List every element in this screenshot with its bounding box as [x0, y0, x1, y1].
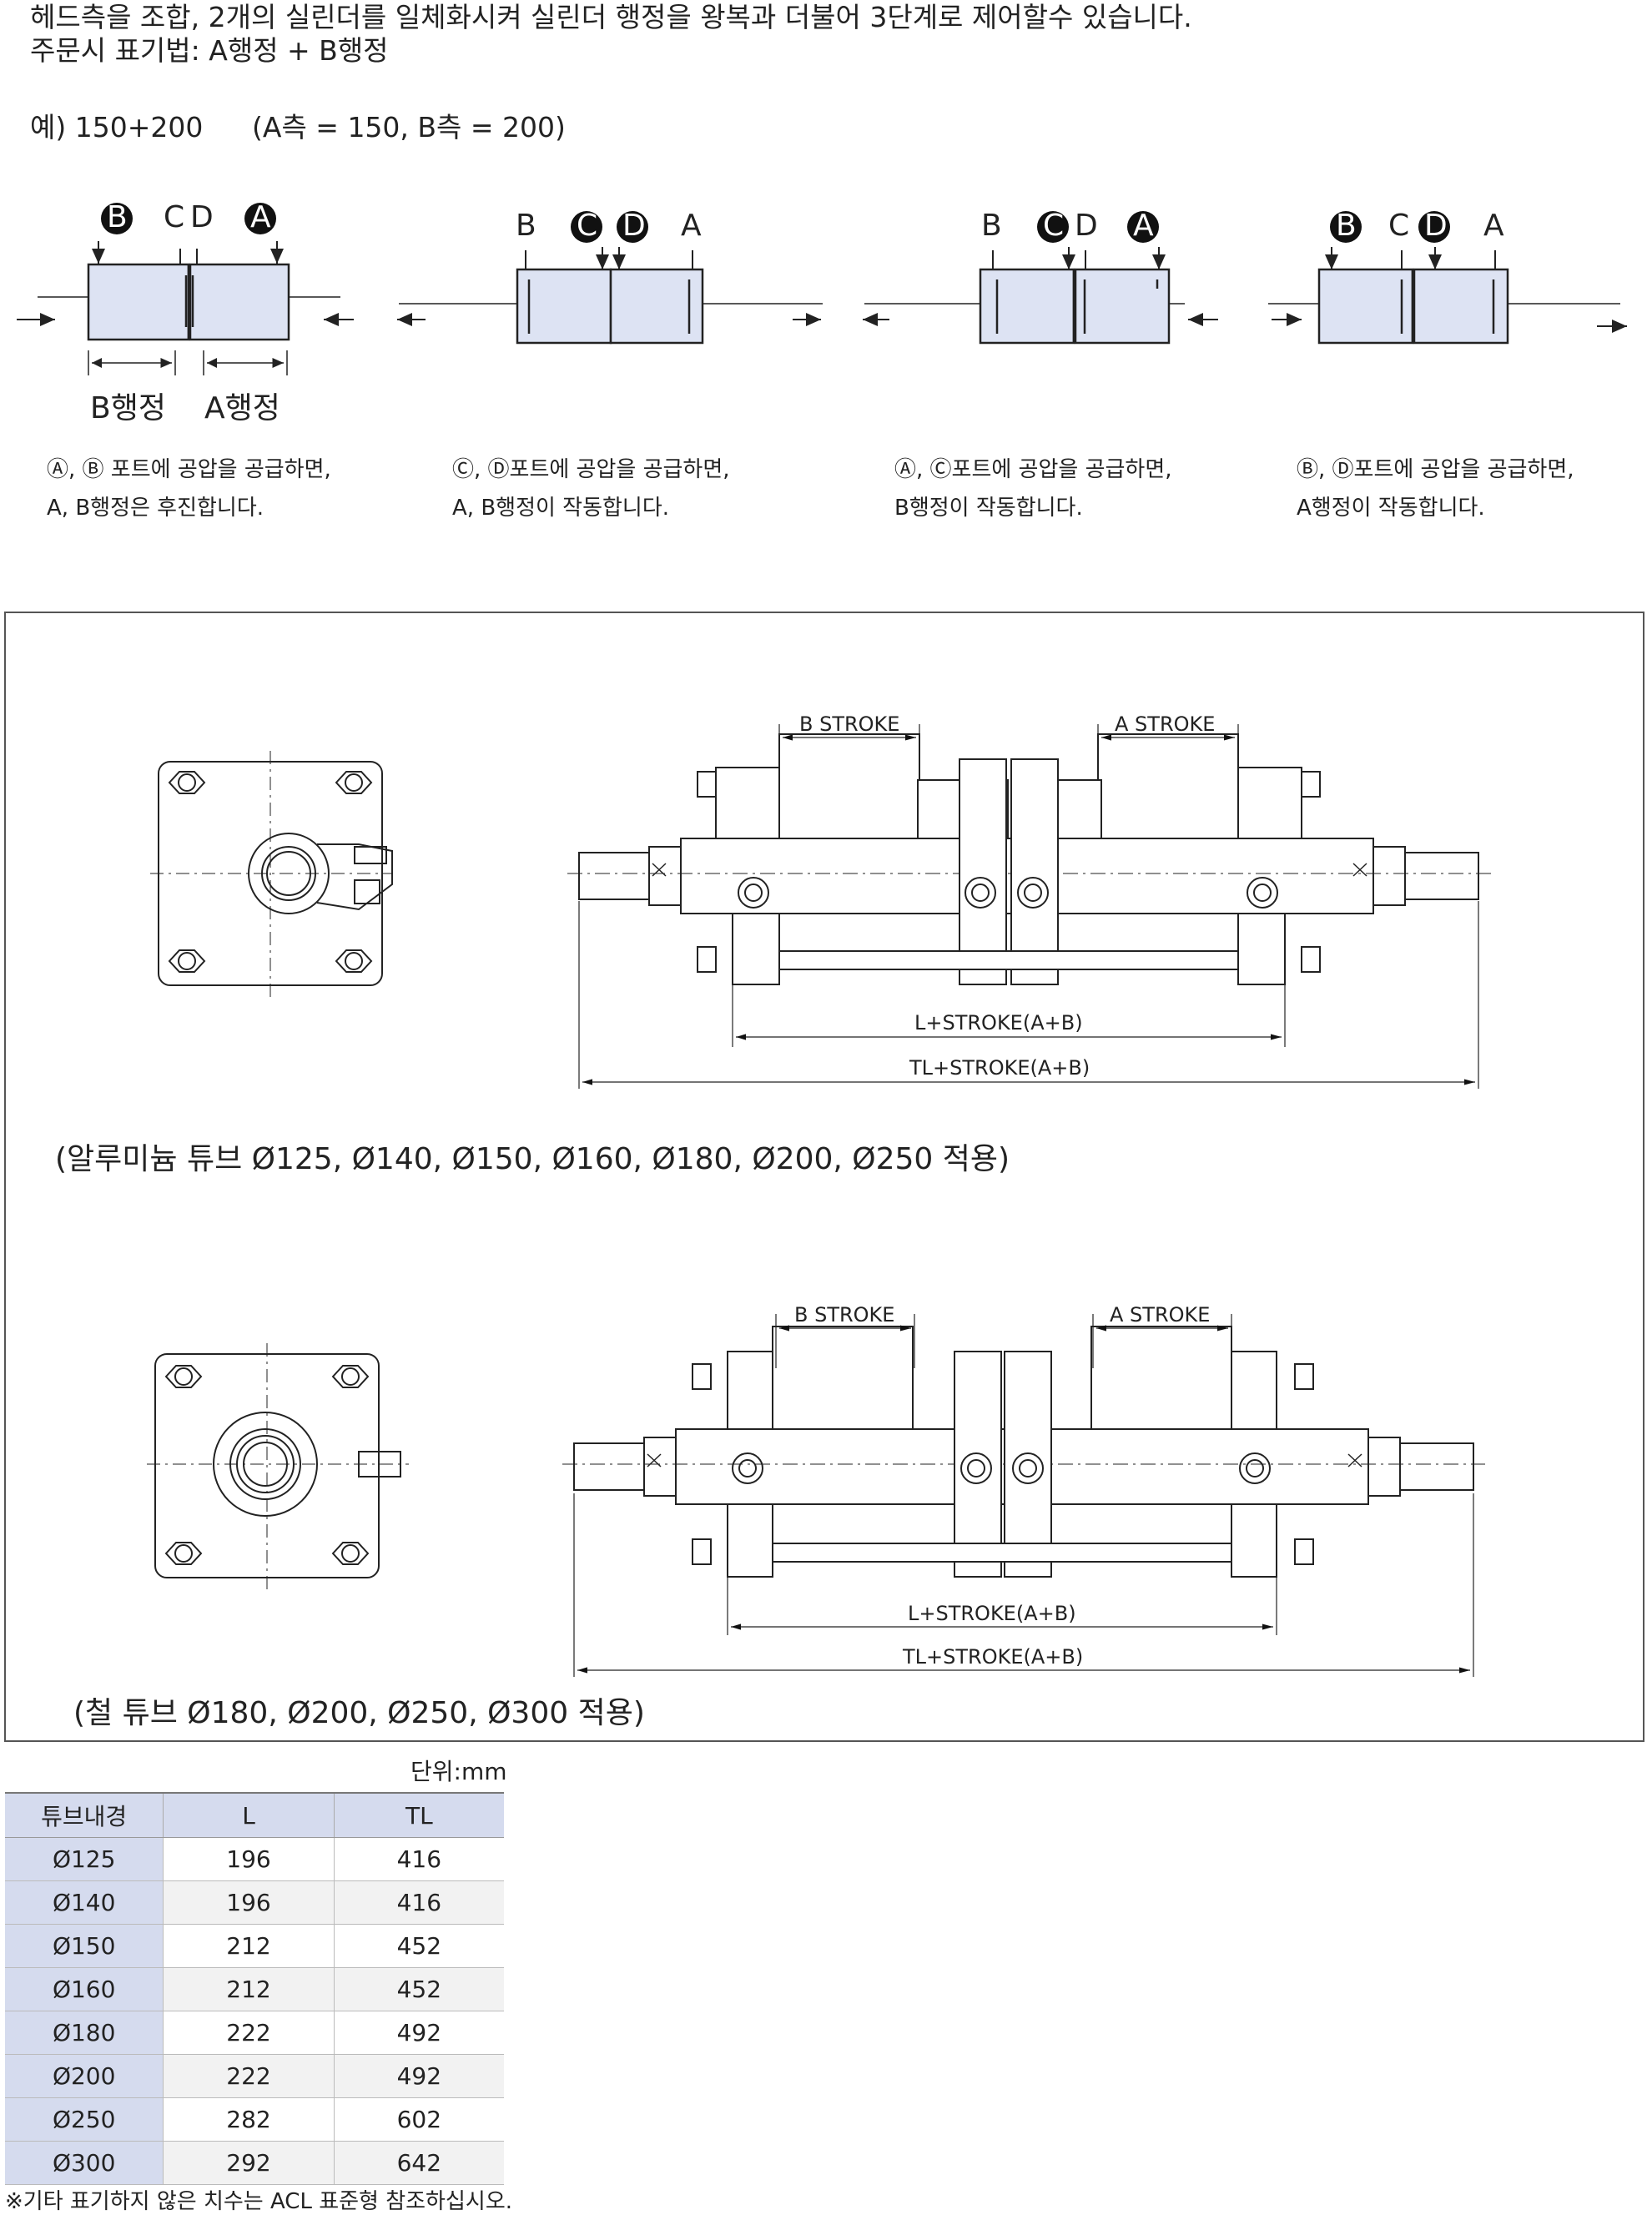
header-bore: 튜브내경: [5, 1794, 164, 1837]
state1-port-a: A: [250, 200, 271, 234]
drawing1-b-stroke: B STROKE: [799, 712, 900, 736]
cell-l: 222: [164, 2011, 335, 2054]
cell-tl: 492: [334, 2011, 504, 2054]
state4-port-d: D: [1424, 209, 1448, 243]
header-l: L: [164, 1794, 335, 1837]
state-4-diagram: [1268, 247, 1627, 345]
example-detail: (A측 = 150, B측 = 200): [252, 111, 566, 143]
cell-l: 292: [164, 2142, 335, 2184]
cell-l: 196: [164, 1838, 335, 1880]
state2-caption-1: Ⓒ, Ⓓ포트에 공압을 공급하면,: [452, 457, 730, 482]
cell-tl: 416: [334, 1838, 504, 1880]
drawing-1: [150, 724, 1493, 1089]
cell-bore: Ø125: [5, 1838, 164, 1880]
state1-stroke-a: A행정: [204, 391, 280, 425]
state2-port-d: D: [622, 209, 646, 243]
cell-bore: Ø150: [5, 1925, 164, 1967]
table-header-row: 튜브내경 L TL: [5, 1792, 504, 1838]
cell-tl: 416: [334, 1881, 504, 1924]
drawing1-tl-dim: TL+STROKE(A+B): [909, 1056, 1090, 1080]
drawing2-a-stroke: A STROKE: [1110, 1303, 1211, 1326]
drawing1-l-dim: L+STROKE(A+B): [914, 1011, 1083, 1035]
cell-l: 212: [164, 1968, 335, 2011]
state1-caption-1: Ⓐ, Ⓑ 포트에 공압을 공급하면,: [47, 457, 331, 482]
example-text: 예) 150+200: [30, 111, 204, 143]
cell-l: 282: [164, 2098, 335, 2141]
cell-tl: 452: [334, 1925, 504, 1967]
drawing2-caption: (철 튜브 Ø180, Ø200, Ø250, Ø300 적용): [73, 1696, 645, 1730]
drawing1-a-stroke: A STROKE: [1115, 712, 1216, 736]
state3-caption-2: B행정이 작동합니다.: [894, 496, 1083, 521]
state4-port-a: A: [1483, 209, 1504, 243]
drawing2-l-dim: L+STROKE(A+B): [908, 1602, 1076, 1625]
state3-port-c: C: [1043, 209, 1065, 243]
state-2-diagram: [397, 247, 823, 345]
cell-tl: 452: [334, 1968, 504, 2011]
cell-tl: 642: [334, 2142, 504, 2184]
state4-caption-2: A행정이 작동합니다.: [1297, 496, 1485, 521]
cell-l: 196: [164, 1881, 335, 1924]
cell-tl: 602: [334, 2098, 504, 2141]
state4-caption-1: Ⓑ, Ⓓ포트에 공압을 공급하면,: [1297, 457, 1574, 482]
cell-l: 222: [164, 2055, 335, 2097]
state2-caption-2: A, B행정이 작동합니다.: [452, 496, 670, 521]
state1-stroke-b: B행정: [90, 391, 166, 425]
cell-bore: Ø160: [5, 1968, 164, 2011]
cell-bore: Ø140: [5, 1881, 164, 1924]
drawing2-b-stroke: B STROKE: [794, 1303, 895, 1326]
state2-port-b: B: [516, 209, 536, 243]
state1-caption-2: A, B행정은 후진합니다.: [47, 496, 264, 521]
state4-port-c: C: [1388, 209, 1410, 243]
drawing2-tl-dim: TL+STROKE(A+B): [903, 1645, 1084, 1669]
state3-port-a: A: [1133, 209, 1154, 243]
state1-port-d: D: [190, 200, 214, 234]
header-tl: TL: [405, 1801, 433, 1830]
state3-port-b: B: [981, 209, 1002, 243]
drawing-frame: [4, 612, 1644, 1742]
state2-port-c: C: [577, 209, 598, 243]
state3-port-d: D: [1075, 209, 1098, 243]
state1-port-c: C: [164, 200, 185, 234]
state4-port-b: B: [1336, 209, 1357, 243]
cell-l: 212: [164, 1925, 335, 1967]
unit-label: 단위:mm: [410, 1758, 507, 1785]
state3-caption-1: Ⓐ, Ⓒ포트에 공압을 공급하면,: [894, 457, 1172, 482]
state-3-diagram: [863, 247, 1218, 345]
footnote: ※기타 표기하지 않은 치수는 ACL 표준형 참조하십시오.: [5, 2189, 513, 2214]
drawing1-caption: (알루미늄 튜브 Ø125, Ø140, Ø150, Ø160, Ø180, Ø…: [55, 1142, 1010, 1176]
cell-bore: Ø250: [5, 2098, 164, 2141]
cell-bore: Ø200: [5, 2055, 164, 2097]
cell-bore: Ø180: [5, 2011, 164, 2054]
state-1-diagram: [17, 241, 354, 375]
intro-line-1: 헤드측을 조합, 2개의 실린더를 일체화시켜 실린더 행정을 왕복과 더불어 …: [30, 1, 1192, 33]
cell-bore: Ø300: [5, 2142, 164, 2184]
technical-drawings: [147, 724, 1493, 1677]
state2-port-a: A: [681, 209, 702, 243]
state-diagrams: [17, 203, 1627, 375]
intro-line-2: 주문시 표기법: A행정 + B행정: [30, 34, 389, 67]
state1-port-b: B: [107, 200, 128, 234]
cell-tl: 492: [334, 2055, 504, 2097]
drawing-2: [147, 1314, 1485, 1677]
